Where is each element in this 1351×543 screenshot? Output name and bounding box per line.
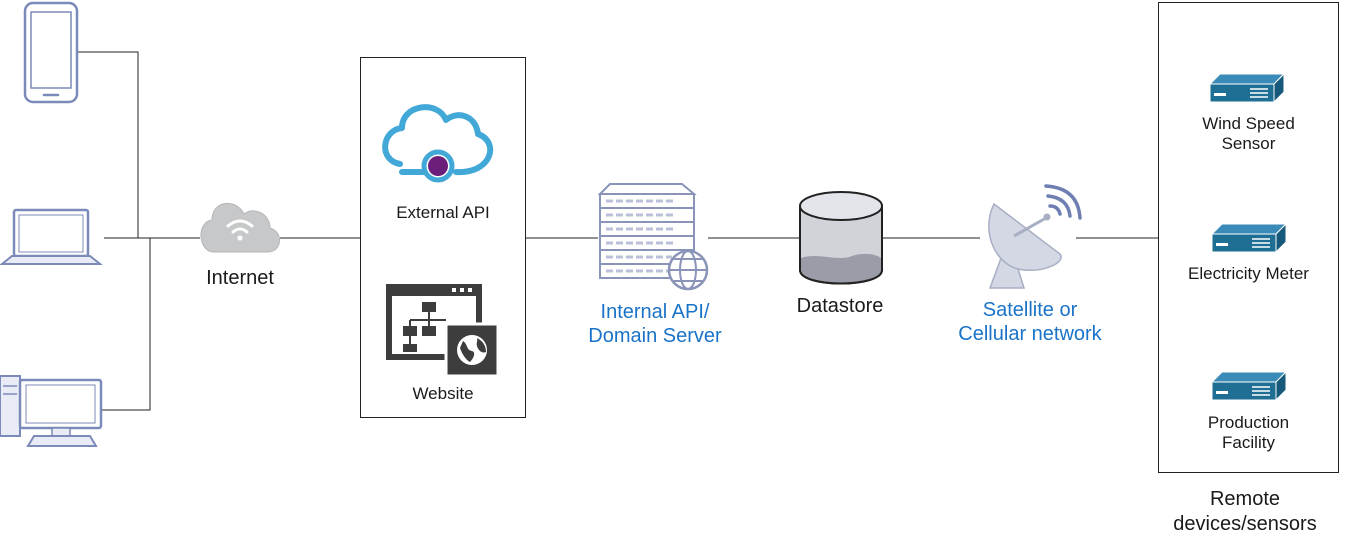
sensor-label-line-2: Facility [1222, 433, 1275, 453]
internal-api-label: Internal API/ Domain Server [555, 300, 755, 348]
satellite-dish-icon [988, 184, 1082, 289]
connector-lines [78, 51, 1158, 411]
sensor-label-line-2: Sensor [1221, 134, 1276, 154]
connector-phone [78, 51, 139, 238]
internet-label: Internet [206, 267, 274, 289]
remote-devices-group-box [1158, 2, 1339, 473]
datastore-icon [799, 191, 883, 285]
sensor-label-electricity-meter: Electricity Meter [1160, 264, 1337, 284]
smartphone-icon [23, 1, 79, 104]
api-website-group-box [360, 57, 526, 418]
sensor-device-icon-1 [1208, 72, 1286, 104]
sensor-device-icon-2 [1210, 222, 1288, 254]
connector-desktop [102, 238, 151, 411]
datastore-label: Datastore [796, 295, 884, 317]
remote-devices-label-line-1: Remote [1209, 488, 1281, 510]
internal-api-label-line-2: Domain Server [588, 325, 722, 347]
sensor-label-line-1: Wind Speed [1202, 114, 1295, 133]
remote-devices-label: Remote devices/sensors [1140, 487, 1350, 537]
laptop-icon [0, 208, 103, 265]
website-icon [386, 284, 500, 378]
sensor-label-line-1: Production [1207, 413, 1290, 432]
desktop-computer-icon [0, 375, 103, 447]
external-api-label: External API [396, 203, 490, 222]
sensor-label-line-1: Electricity Meter [1188, 264, 1309, 283]
network-label-line-2: Cellular network [958, 323, 1102, 345]
external-api-cloud-icon [382, 104, 494, 183]
internet-cloud-icon [200, 203, 280, 253]
website-label: Website [412, 384, 474, 403]
network-label-line-1: Satellite or [982, 299, 1078, 321]
sensor-label-wind-speed: Wind Speed Sensor [1160, 114, 1337, 155]
internal-api-label-line-1: Internal API/ [600, 301, 710, 323]
network-label: Satellite or Cellular network [928, 298, 1132, 346]
sensor-device-icon-3 [1210, 370, 1288, 402]
server-icon [597, 183, 709, 291]
sensor-label-production-facility: Production Facility [1160, 413, 1337, 454]
remote-devices-label-line-2: devices/sensors [1173, 513, 1317, 535]
